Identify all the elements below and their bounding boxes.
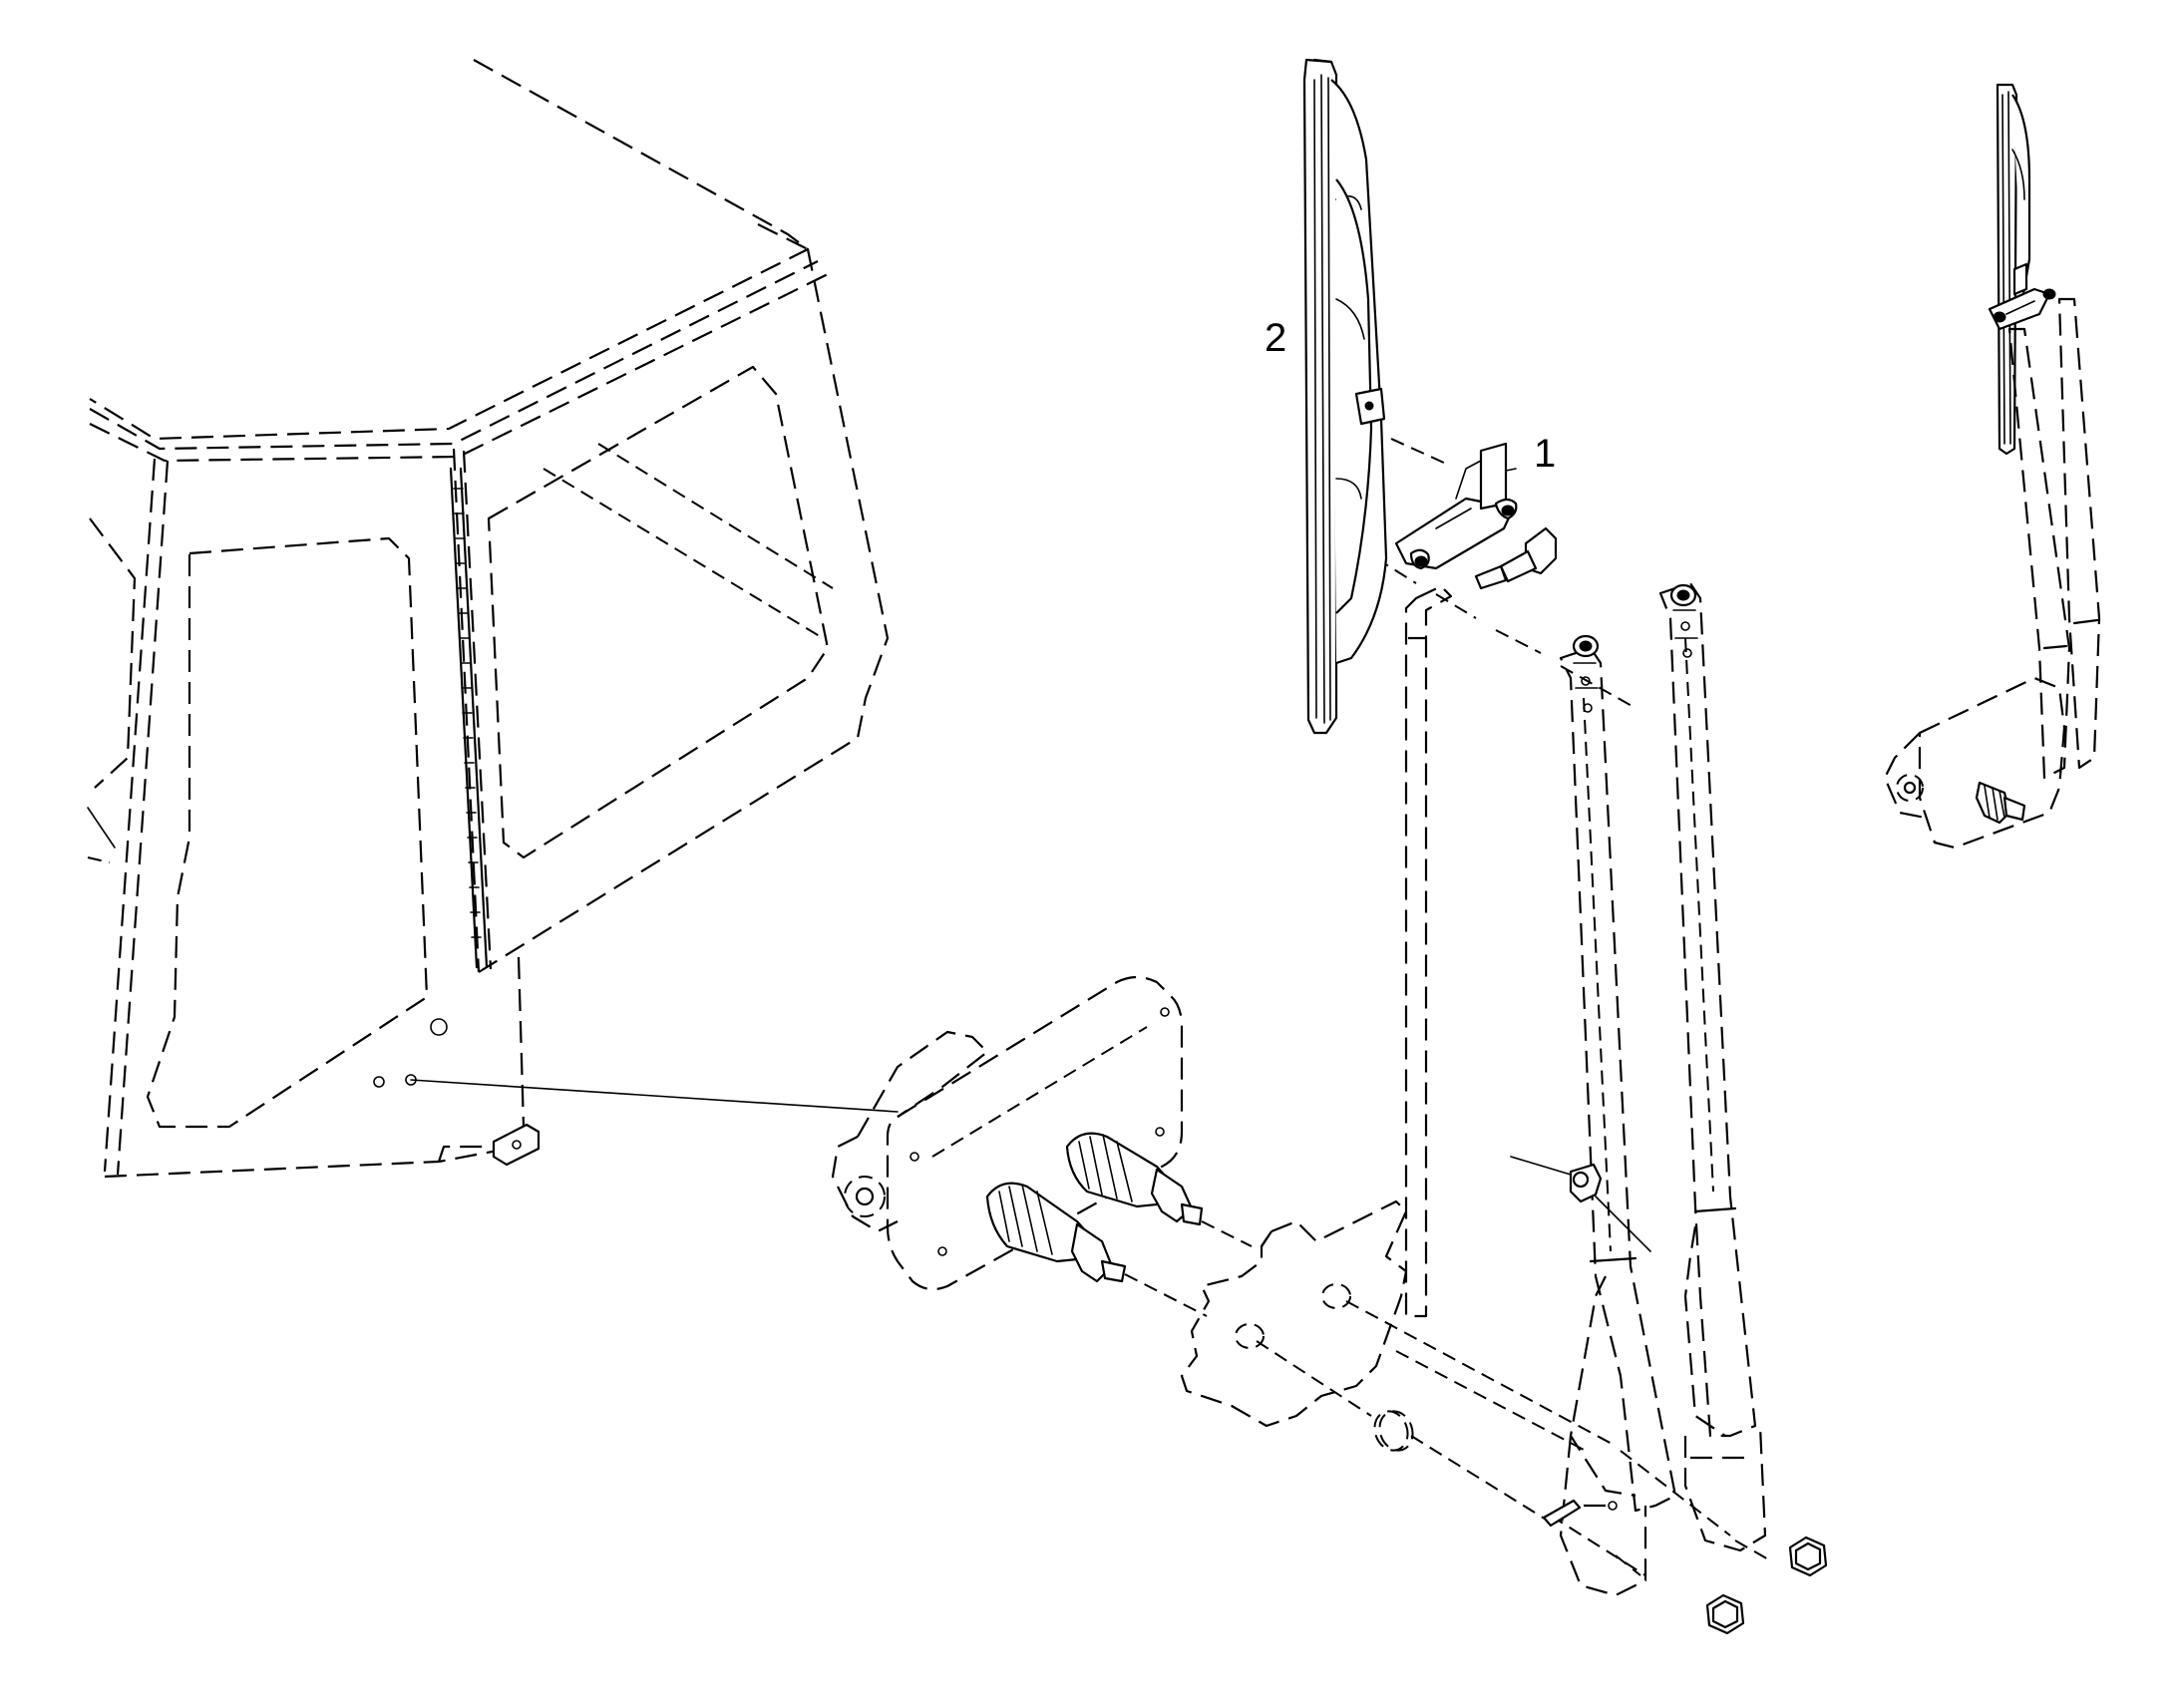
wiper-arm-right (1658, 581, 1767, 1552)
wiper-arm-adapter (1394, 442, 1518, 570)
washer-nozzle (1474, 526, 1558, 590)
hex-nut-left (1705, 1593, 1745, 1635)
wiper-arm-phantom (1404, 584, 1453, 1318)
wiper-blade (1302, 58, 1388, 735)
cab-outline (87, 59, 890, 1179)
callout-part-2: 2 (1265, 316, 1286, 360)
motor-output-shaft-left (985, 1182, 1127, 1283)
installed-view-inset (1883, 83, 2101, 850)
door-hinge (449, 467, 489, 969)
wiper-arm-left (1542, 634, 1677, 1597)
mounting-plate (1180, 1199, 1408, 1428)
hose-clip (1510, 1156, 1651, 1252)
mount-leader-line (410, 1079, 899, 1113)
washer (1373, 1410, 1414, 1452)
motor-output-shaft-right (1065, 1132, 1204, 1226)
pillar-mount-bracket (492, 1123, 541, 1167)
wiper-motor (831, 975, 1204, 1291)
hex-nut-right (1788, 1536, 1828, 1577)
callout-1-leader (1505, 468, 1517, 472)
callout-part-1: 1 (1534, 432, 1556, 476)
assembly-center-lines (1124, 438, 1771, 1576)
